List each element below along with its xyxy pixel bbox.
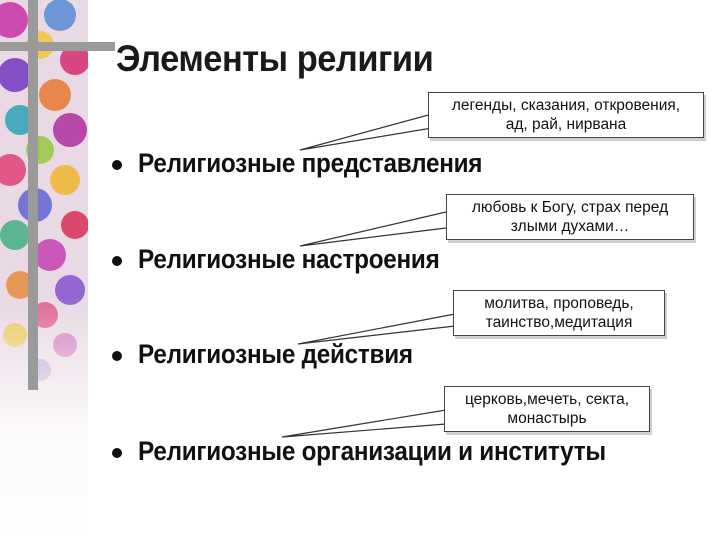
bullet-label: Религиозные организации и институты — [138, 436, 606, 466]
callout-box-3: молитва, проповедь, таинство,медитация — [453, 290, 665, 336]
bullet-dot — [112, 447, 122, 458]
decorative-horizontal-bar — [0, 42, 115, 51]
callout-text-line: любовь к Богу, страх перед — [471, 199, 669, 216]
bullet-label: Религиозные представления — [138, 148, 483, 178]
callout-pointer-1 — [299, 113, 433, 151]
callout-text-line: молитва, проповедь, — [484, 295, 634, 312]
callout-pointer-2 — [299, 211, 447, 247]
bullet-dot — [112, 159, 122, 170]
callout-text-line: монастырь — [507, 410, 587, 427]
callout-text-line: легенды, сказания, откровения, — [451, 97, 681, 114]
bullet-item-organizations: Религиозные организации и институты — [112, 436, 658, 467]
bullet-item-representations: Религиозные представления — [112, 148, 520, 179]
callout-pointer-3 — [297, 313, 456, 345]
callout-text-line: злыми духами… — [510, 218, 630, 235]
bullet-label: Религиозные настроения — [138, 244, 440, 274]
callout-box-2: любовь к Богу, страх перед злыми духами… — [446, 194, 694, 240]
bullet-item-moods: Религиозные настроения — [112, 244, 473, 275]
bullet-label: Религиозные действия — [138, 339, 413, 369]
bullet-dot — [112, 255, 122, 266]
callout-text-line: ад, рай, нирвана — [505, 116, 627, 133]
slide-title: Элементы религии — [116, 38, 434, 79]
bullet-dot — [112, 350, 122, 361]
callout-box-1: легенды, сказания, откровения, ад, рай, … — [428, 92, 704, 138]
callout-pointer-4 — [281, 409, 447, 438]
decorative-vertical-bar — [28, 0, 38, 390]
callout-text-line: церковь,мечеть, секта, — [464, 391, 630, 408]
decorative-pattern-strip — [0, 0, 88, 540]
callout-text-line: таинство,медитация — [485, 314, 633, 331]
bullet-item-actions: Религиозные действия — [112, 339, 443, 370]
callout-box-4: церковь,мечеть, секта, монастырь — [444, 386, 650, 432]
